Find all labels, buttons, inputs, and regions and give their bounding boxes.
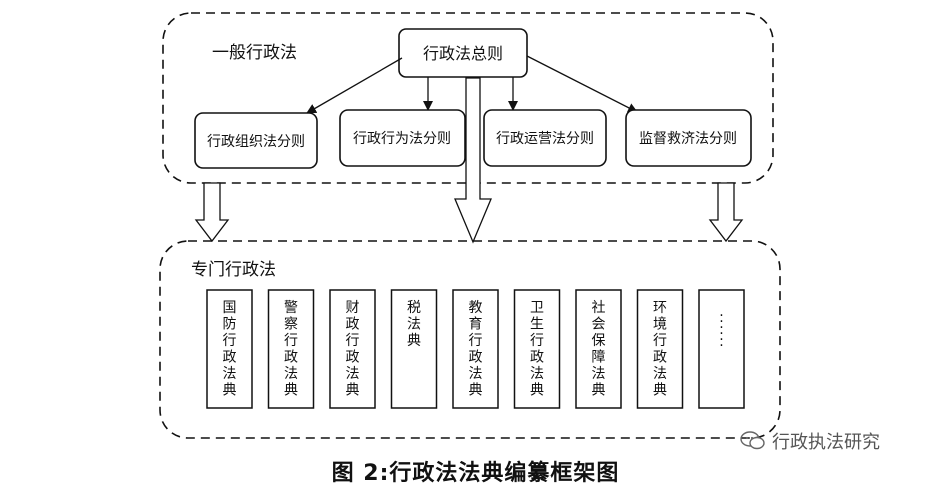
special-code-box: [452, 289, 499, 409]
special-code-label: 卫生行政法典: [530, 300, 544, 399]
behavior-rule-label: 行政行为法分则: [353, 131, 451, 147]
general-law-container: [162, 12, 774, 184]
special-code-label: 教育行政法典: [469, 300, 483, 399]
special-code-box: [390, 289, 438, 409]
special-code-box: [513, 289, 561, 409]
special-law-title: 专门行政法: [191, 260, 276, 280]
special-code-label: 财政行政法典: [346, 300, 360, 399]
special-code-box: [698, 289, 745, 409]
special-codes: 国防行政法典 警察行政法典 财政行政法典 税法典 教育行政法典 卫生行政法典 社会保障法典 环…: [206, 289, 745, 409]
hollow-arrow-right: [708, 182, 744, 243]
organization-rule-label: 行政组织法分则: [207, 134, 305, 150]
hollow-arrow-left: [194, 182, 230, 243]
supervision-rule-label: 监督救济法分则: [639, 131, 737, 147]
behavior-rule-box: [339, 109, 466, 167]
special-code-box: [329, 289, 376, 409]
arrow-to-supervision: [526, 55, 638, 113]
special-code-box: [636, 289, 684, 409]
watermark-text: 行政执法研究: [772, 432, 880, 453]
watermark: 行政执法研究: [740, 428, 880, 454]
general-rule-box: [398, 28, 528, 78]
operation-rule-box: [483, 109, 607, 167]
general-law-title: 一般行政法: [212, 43, 297, 63]
special-code-label: ······……: [719, 308, 723, 354]
arrow-to-organization: [306, 57, 403, 114]
organization-rule-box: [194, 112, 318, 169]
wechat-icon: [740, 431, 765, 450]
special-code-label: 国防行政法典: [223, 300, 237, 399]
special-code-box: [267, 289, 315, 409]
special-code-label: 税法典: [407, 300, 421, 349]
supervision-rule-box: [625, 109, 752, 167]
hollow-arrow-center: [454, 77, 492, 244]
general-rule-label: 行政法总则: [423, 44, 503, 63]
special-code-label: 环境行政法典: [653, 300, 667, 399]
figure-caption: 图 2:行政法法典编纂框架图: [331, 461, 620, 486]
operation-rule-label: 行政运营法分则: [496, 131, 594, 147]
special-code-label: 警察行政法典: [284, 300, 298, 399]
special-code-label: 社会保障法典: [592, 300, 606, 399]
special-code-box: [206, 289, 253, 409]
special-law-container: [159, 240, 781, 439]
special-code-box: [575, 289, 622, 409]
